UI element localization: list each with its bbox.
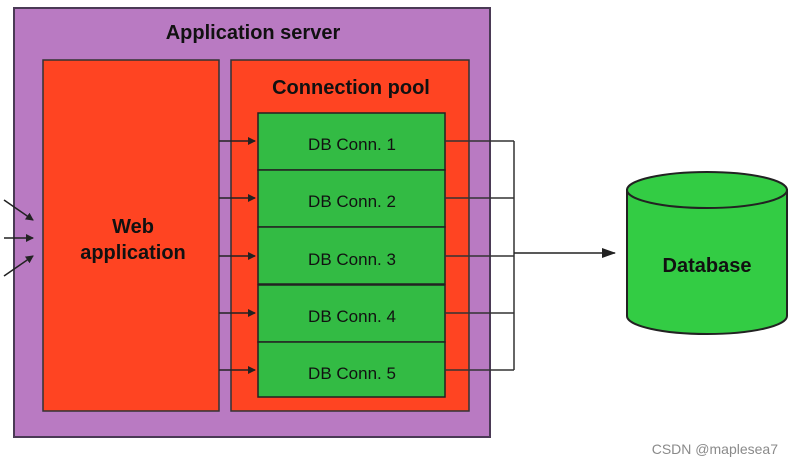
database-label: Database: [663, 255, 752, 277]
web-application-label-line2: application: [80, 242, 186, 264]
db-connection-label: DB Conn. 5: [308, 364, 396, 383]
database-body: [626, 189, 788, 335]
db-connection-label: DB Conn. 1: [308, 135, 396, 154]
db-connection-5: DB Conn. 5: [257, 341, 446, 398]
connection-pool-title: Connection pool: [272, 77, 430, 99]
application-server-title: Application server: [166, 22, 341, 44]
db-connection-3: DB Conn. 3: [257, 226, 446, 285]
database-cylinder: Database: [626, 171, 788, 335]
incoming-arrow-3: [3, 255, 34, 277]
db-connection-1: DB Conn. 1: [257, 112, 446, 171]
incoming-arrow-1: [3, 199, 34, 221]
db-connection-box: [257, 226, 446, 285]
db-connection-label: DB Conn. 4: [308, 307, 396, 326]
database-top: [626, 171, 788, 209]
pool-to-database-connectors: [445, 140, 515, 371]
incoming-request-arrows: [3, 199, 34, 277]
db-connection-2: DB Conn. 2: [257, 169, 446, 228]
csdn-watermark: CSDN @maplesea7: [651, 441, 778, 457]
db-connection-box: [257, 341, 446, 398]
web-application-box: [42, 59, 220, 412]
webapp-to-connection-arrows: [219, 137, 256, 374]
db-connection-label: DB Conn. 2: [308, 192, 396, 211]
web-application-label-line1: Web: [112, 216, 154, 238]
db-connection-4: DB Conn. 4: [257, 284, 446, 343]
db-connection-label: DB Conn. 3: [308, 250, 396, 269]
